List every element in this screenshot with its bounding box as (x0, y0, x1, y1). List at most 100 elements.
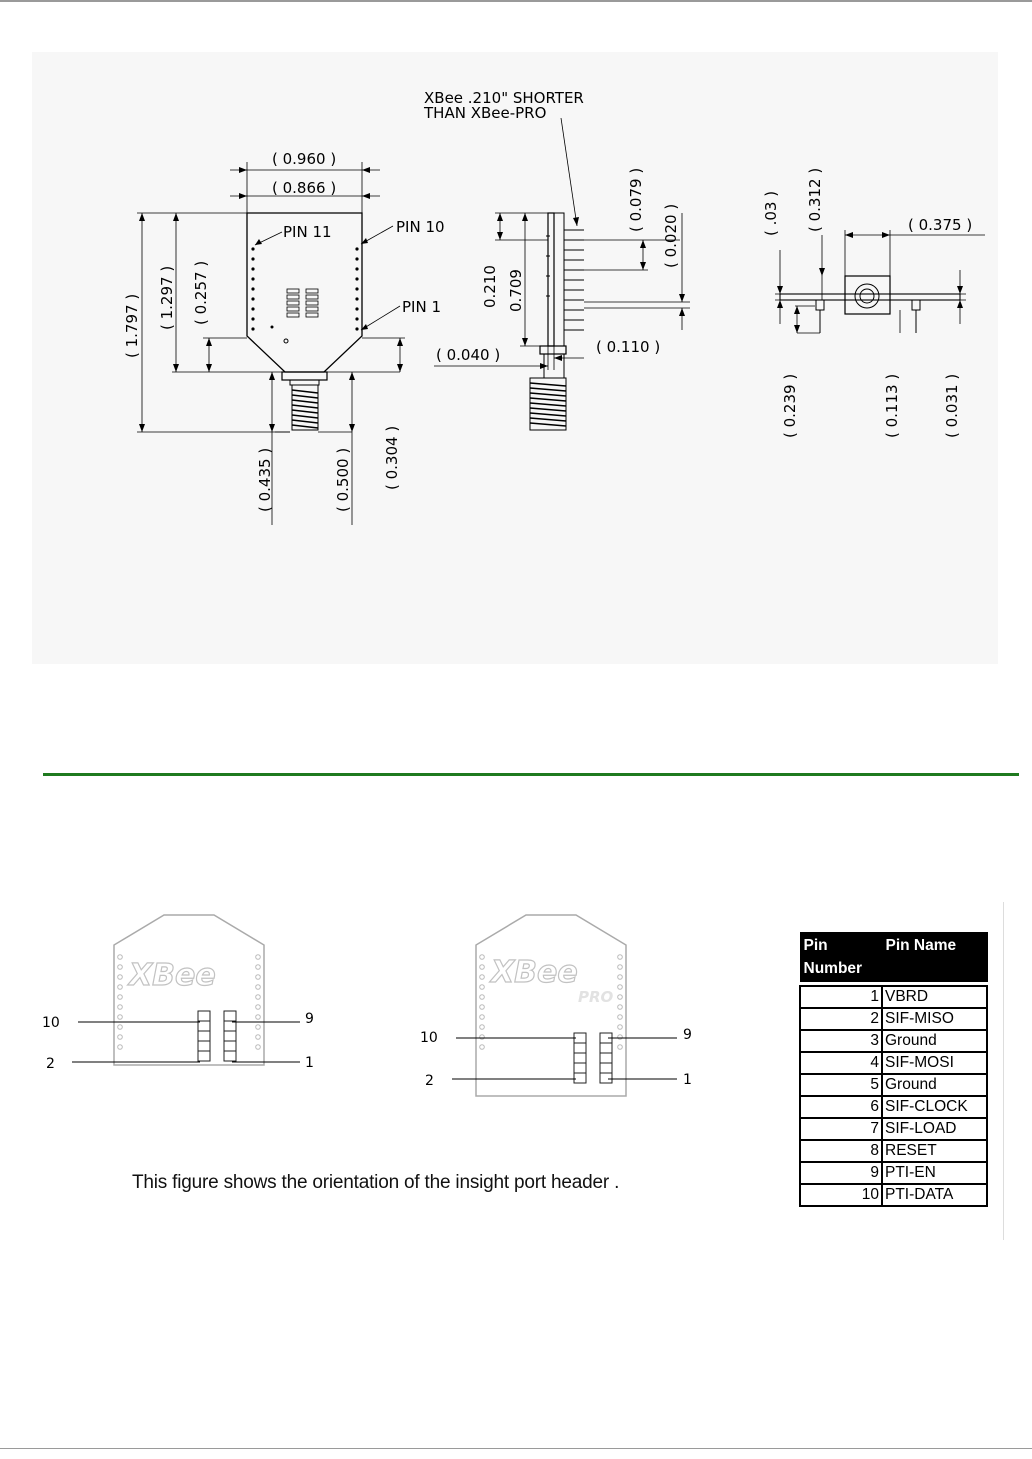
pin-number-cell: 8 (799, 1139, 883, 1163)
pin-name-cell: SIF-LOAD (881, 1117, 988, 1141)
dim-0312: ( 0.312 ) (806, 168, 824, 232)
side-board (547, 212, 555, 347)
pin10-label: PIN 10 (396, 218, 445, 236)
insight-header-pads (286, 288, 319, 318)
end-connector-center (859, 288, 875, 304)
pin-number-header-line1: Pin (803, 937, 828, 954)
dim-0709: 0.709 (507, 269, 525, 312)
side-note-line1: XBee .210" SHORTER (424, 89, 584, 107)
pin-dots-right (355, 247, 359, 331)
xbee-pro-pin-2-label: 2 (425, 1073, 434, 1089)
mechanical-drawing: ( 0.960 ) ( 0.866 ) ( 1.797 ) ( 1.297 ) … (123, 89, 985, 525)
front-arrowheads (139, 167, 403, 432)
insight-header-figure: XBee 10 9 2 1 XBee PRO (42, 914, 692, 1097)
mount-hole (283, 338, 289, 344)
xbee-pin-2-label: 2 (46, 1056, 55, 1072)
side-connector (529, 345, 567, 431)
dim-0960: ( 0.960 ) (272, 150, 336, 168)
xbee-pro-pin-holes (479, 954, 623, 1050)
pin-name-cell: PTI-DATA (881, 1183, 988, 1207)
dim-0020: ( 0.020 ) (662, 204, 680, 268)
side-view: XBee .210" SHORTER THAN XBee-PRO ( 0.079… (423, 89, 690, 431)
xbee-module: XBee 10 9 2 1 (42, 914, 314, 1072)
xbee-leader-lines (72, 1021, 300, 1063)
xbee-pro-logo: XBee (489, 955, 578, 990)
pin-name-cell: SIF-CLOCK (881, 1095, 988, 1119)
dim-0210: 0.210 (481, 265, 499, 308)
dim-0040: ( 0.040 ) (436, 346, 500, 364)
xbee-logo: XBee (127, 958, 216, 993)
xbee-pro-pin-10-label: 10 (420, 1030, 438, 1046)
pin-name-cell: Ground (881, 1029, 988, 1053)
top-rule (0, 0, 1032, 2)
dim-1797: ( 1.797 ) (123, 294, 141, 358)
front-labels: ( 0.960 ) ( 0.866 ) ( 1.797 ) ( 1.297 ) … (123, 150, 445, 512)
end-connector-ring (854, 283, 880, 309)
xbee-pin-10-label: 10 (42, 1015, 60, 1031)
pin-name-cell: Ground (881, 1073, 988, 1097)
xbee-pro-leader-lines (452, 1037, 677, 1080)
bottom-rule (0, 1448, 1032, 1449)
pin-number-cell: 1 (799, 985, 883, 1009)
pin-number-header-line2: Number (803, 960, 863, 977)
dim-0375: ( 0.375 ) (908, 216, 972, 234)
side-labels: XBee .210" SHORTER THAN XBee-PRO ( 0.079… (423, 89, 680, 364)
end-pin-right (911, 299, 921, 311)
dim-1297: ( 1.297 ) (158, 266, 176, 330)
side-dimensions (434, 117, 690, 370)
end-connector-body (844, 275, 891, 315)
end-pin-left (815, 299, 825, 311)
end-labels: ( .03 ) ( 0.312 ) ( 0.375 ) ( 0.239 ) ( … (762, 168, 972, 438)
end-view: ( .03 ) ( 0.312 ) ( 0.375 ) ( 0.239 ) ( … (762, 168, 985, 438)
side-note-line2: THAN XBee-PRO (423, 104, 546, 122)
end-dimensions (775, 230, 985, 334)
pin-number-cell: 6 (799, 1095, 883, 1119)
side-pins (546, 229, 584, 331)
pin-name-cell: RESET (881, 1139, 988, 1163)
pin-name-header: Pin Name (881, 932, 988, 982)
pin-number-cell: 10 (799, 1183, 883, 1207)
xbee-pro-header-blocks (573, 1032, 613, 1084)
side-arrowheads (497, 213, 685, 369)
xbee-pro-module-outline (475, 914, 627, 1097)
dim-0257: ( 0.257 ) (192, 261, 210, 325)
dim-0031: ( 0.031 ) (943, 374, 961, 438)
xbee-pro-pin-labels: 10 9 2 1 (420, 1027, 692, 1089)
dim-0110: ( 0.110 ) (596, 338, 660, 356)
dim-003: ( .03 ) (762, 191, 780, 236)
xbee-pin-1-label: 1 (305, 1055, 314, 1071)
side-pcb (553, 212, 565, 347)
pin-number-cell: 4 (799, 1051, 883, 1075)
dim-0304: ( 0.304 ) (383, 426, 401, 490)
pin-number-cell: 5 (799, 1073, 883, 1097)
xbee-pin-9-label: 9 (305, 1011, 314, 1027)
dim-0866: ( 0.866 ) (272, 179, 336, 197)
section-divider (43, 773, 1019, 776)
end-arrowheads (777, 232, 963, 333)
end-board (779, 293, 961, 301)
dim-0500: ( 0.500 ) (334, 448, 352, 512)
figure-caption: This figure shows the orientation of the… (132, 1172, 620, 1193)
pin-number-cell: 3 (799, 1029, 883, 1053)
pin-name-cell: SIF-MISO (881, 1007, 988, 1031)
pin-number-cell: 2 (799, 1007, 883, 1031)
front-view: ( 0.960 ) ( 0.866 ) ( 1.797 ) ( 1.297 ) … (123, 150, 445, 525)
xbee-header-blocks (197, 1010, 237, 1062)
xbee-pro-sublogo: PRO (578, 988, 614, 1006)
dim-0435: ( 0.435 ) (256, 448, 274, 512)
xbee-pin-holes (117, 954, 261, 1050)
pin-number-cell: 9 (799, 1161, 883, 1185)
